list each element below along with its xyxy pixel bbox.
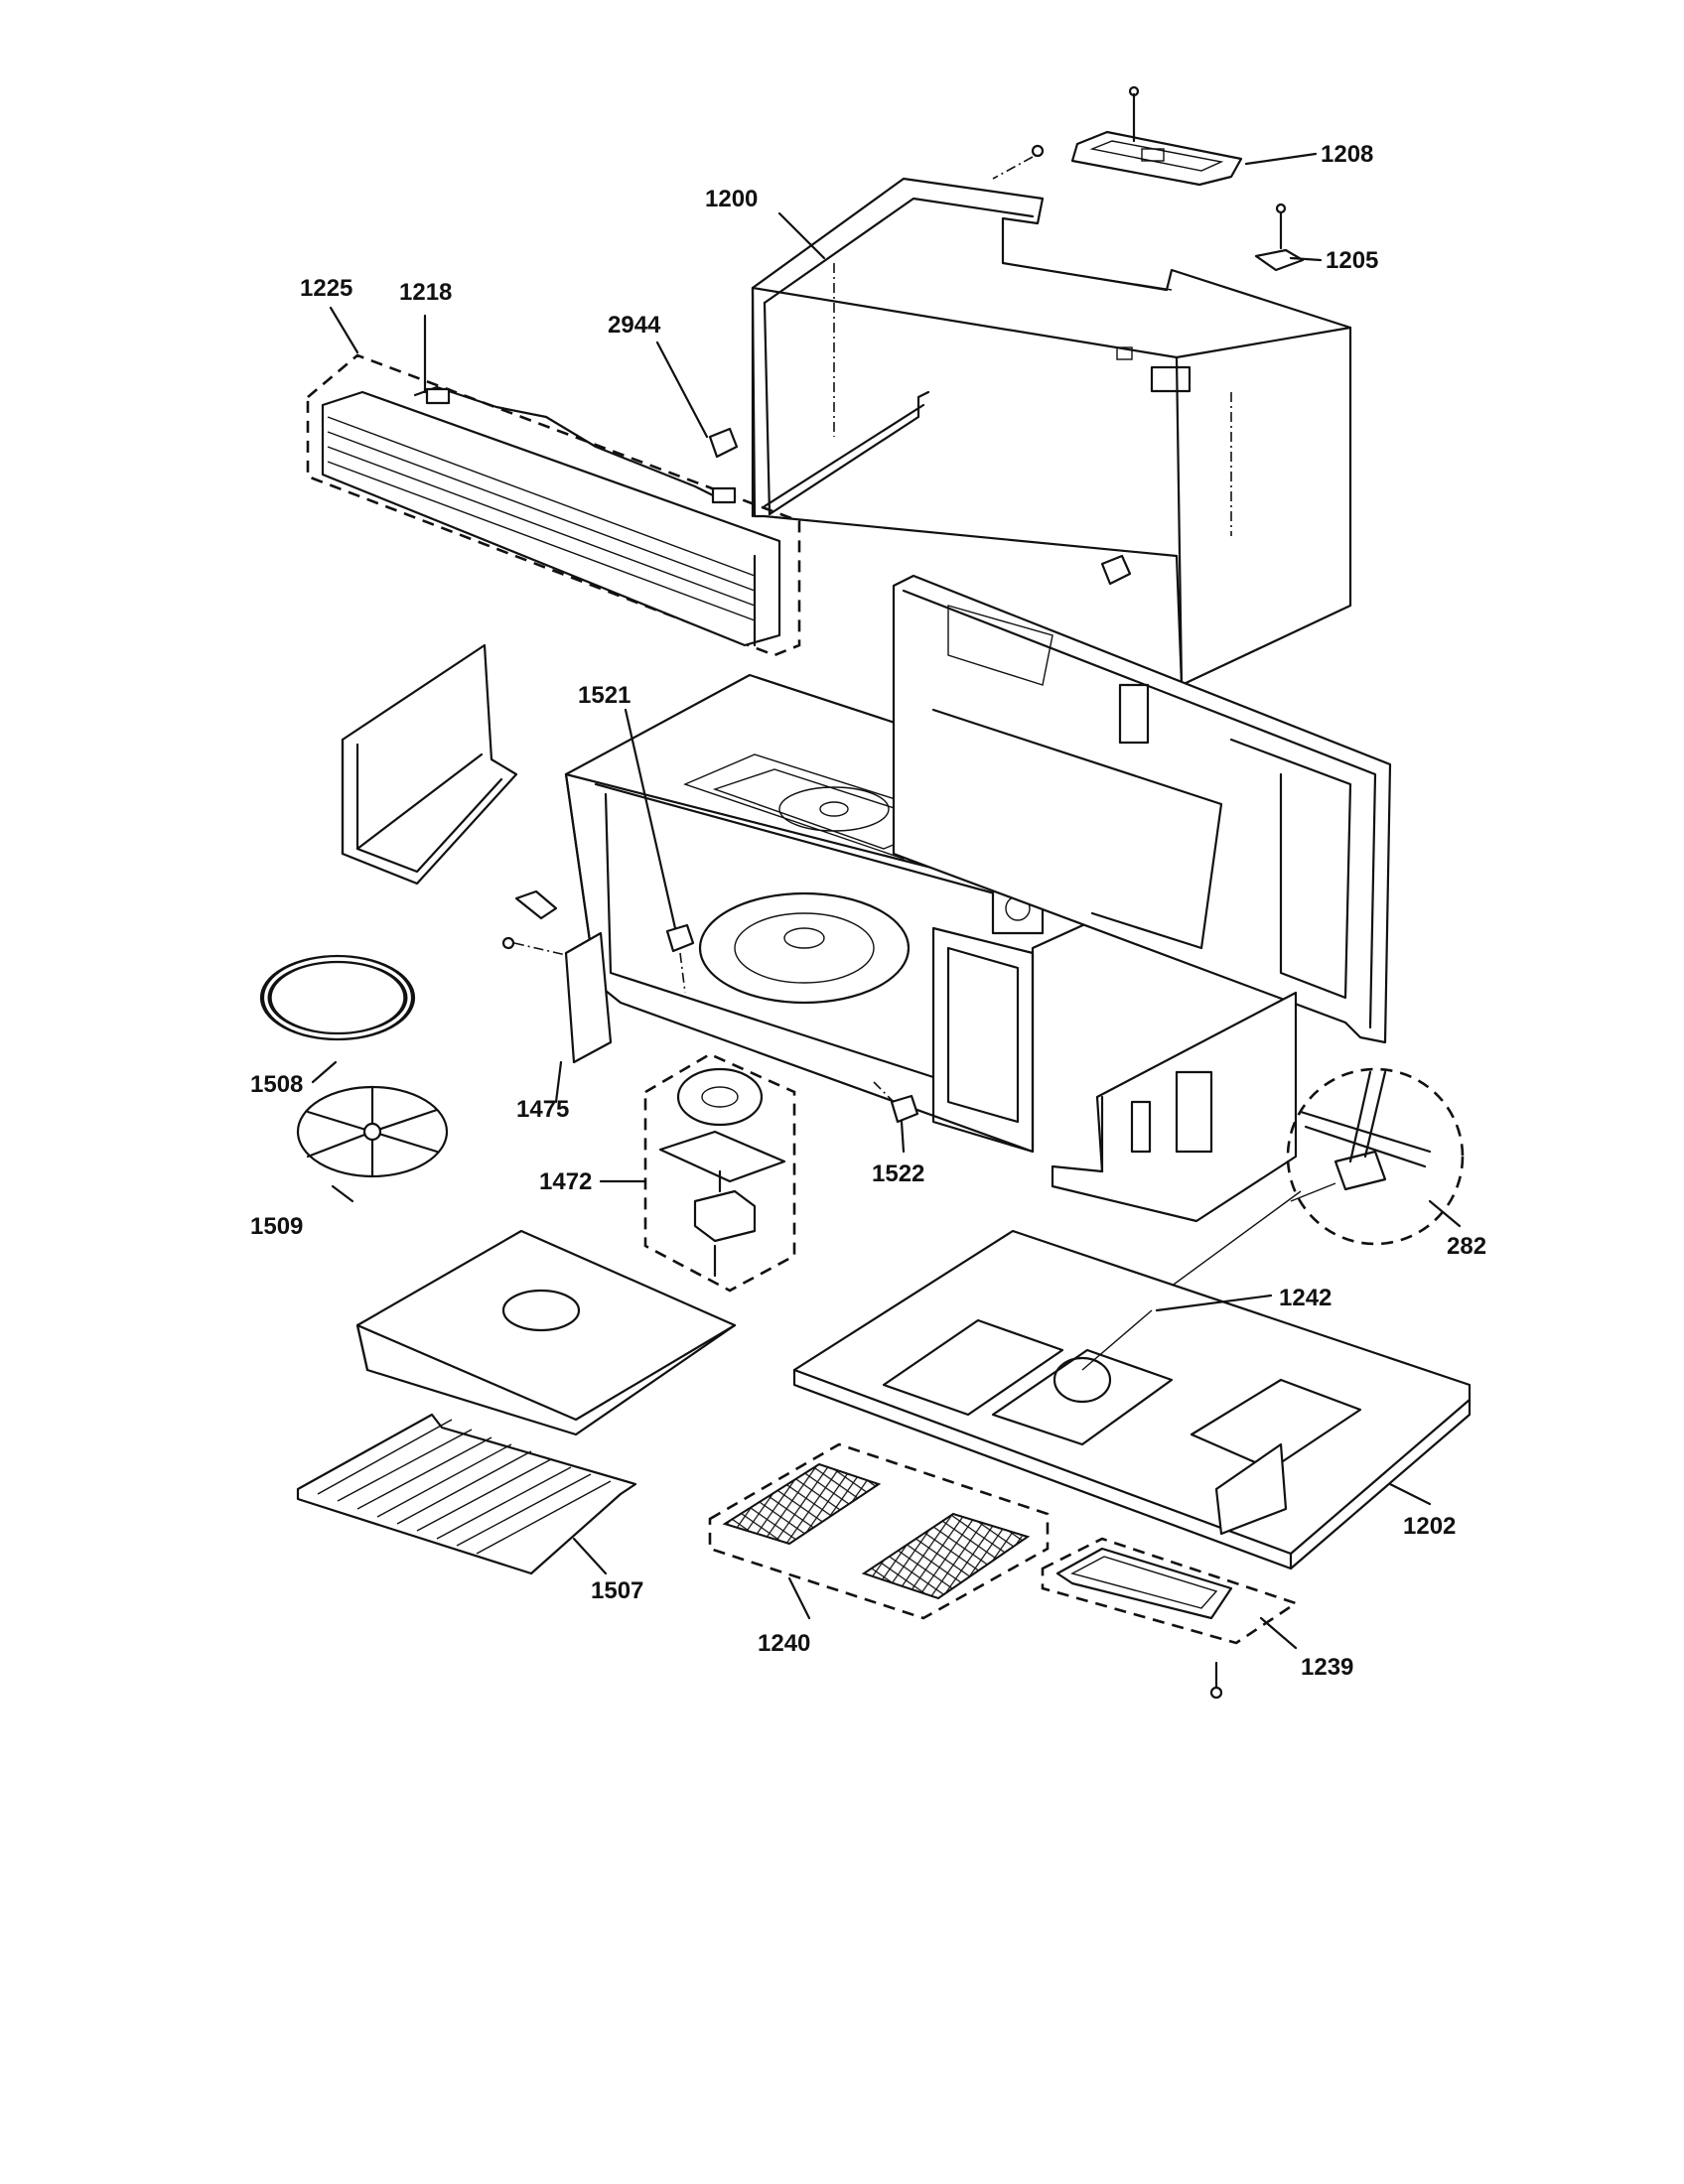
part-1205-clip bbox=[1254, 203, 1305, 272]
label-1218: 1218 bbox=[399, 279, 452, 306]
part-2944-latch bbox=[708, 427, 1132, 586]
part-rear-panel bbox=[892, 574, 1392, 1044]
part-1208-bracket bbox=[992, 85, 1243, 187]
label-1225: 1225 bbox=[300, 275, 352, 302]
label-1205: 1205 bbox=[1326, 247, 1378, 274]
label-1509: 1509 bbox=[250, 1213, 303, 1240]
part-labels: 1208 1200 1205 1225 1218 2944 1521 1508 … bbox=[250, 141, 1486, 1681]
part-1522-latch bbox=[873, 1081, 919, 1124]
part-1202-base-plate bbox=[792, 1229, 1472, 1570]
label-1522: 1522 bbox=[872, 1160, 924, 1187]
label-1521: 1521 bbox=[578, 682, 631, 709]
leader-lines bbox=[311, 152, 1462, 1650]
part-1239-lamp-lens bbox=[1041, 1537, 1299, 1700]
label-1240: 1240 bbox=[758, 1630, 810, 1657]
label-1239: 1239 bbox=[1301, 1654, 1353, 1681]
part-right-side-panel bbox=[1051, 991, 1298, 1223]
label-1475: 1475 bbox=[516, 1096, 569, 1123]
part-1240-grease-filters bbox=[708, 1442, 1050, 1620]
label-1508: 1508 bbox=[250, 1071, 303, 1098]
part-1200-outer-cabinet bbox=[751, 177, 1352, 687]
label-2944: 2944 bbox=[608, 312, 661, 339]
part-282-detail-switch bbox=[1151, 1067, 1465, 1301]
part-1521-latch bbox=[665, 923, 695, 994]
label-1507: 1507 bbox=[591, 1577, 643, 1604]
label-1208: 1208 bbox=[1321, 141, 1373, 168]
part-1507-rack bbox=[296, 1229, 737, 1575]
label-282: 282 bbox=[1447, 1233, 1486, 1260]
part-1509-turntable-support bbox=[296, 1085, 449, 1178]
label-1200: 1200 bbox=[705, 186, 758, 212]
part-1225-vent-grille bbox=[306, 353, 801, 657]
label-1202: 1202 bbox=[1403, 1513, 1456, 1540]
label-1242: 1242 bbox=[1279, 1285, 1332, 1311]
part-1508-roller-ring bbox=[259, 954, 416, 1041]
label-1472: 1472 bbox=[539, 1168, 592, 1195]
part-left-side-panel bbox=[341, 643, 518, 886]
part-1475-cover-plate bbox=[501, 889, 613, 1064]
part-1472-motor-assembly bbox=[643, 1052, 796, 1293]
